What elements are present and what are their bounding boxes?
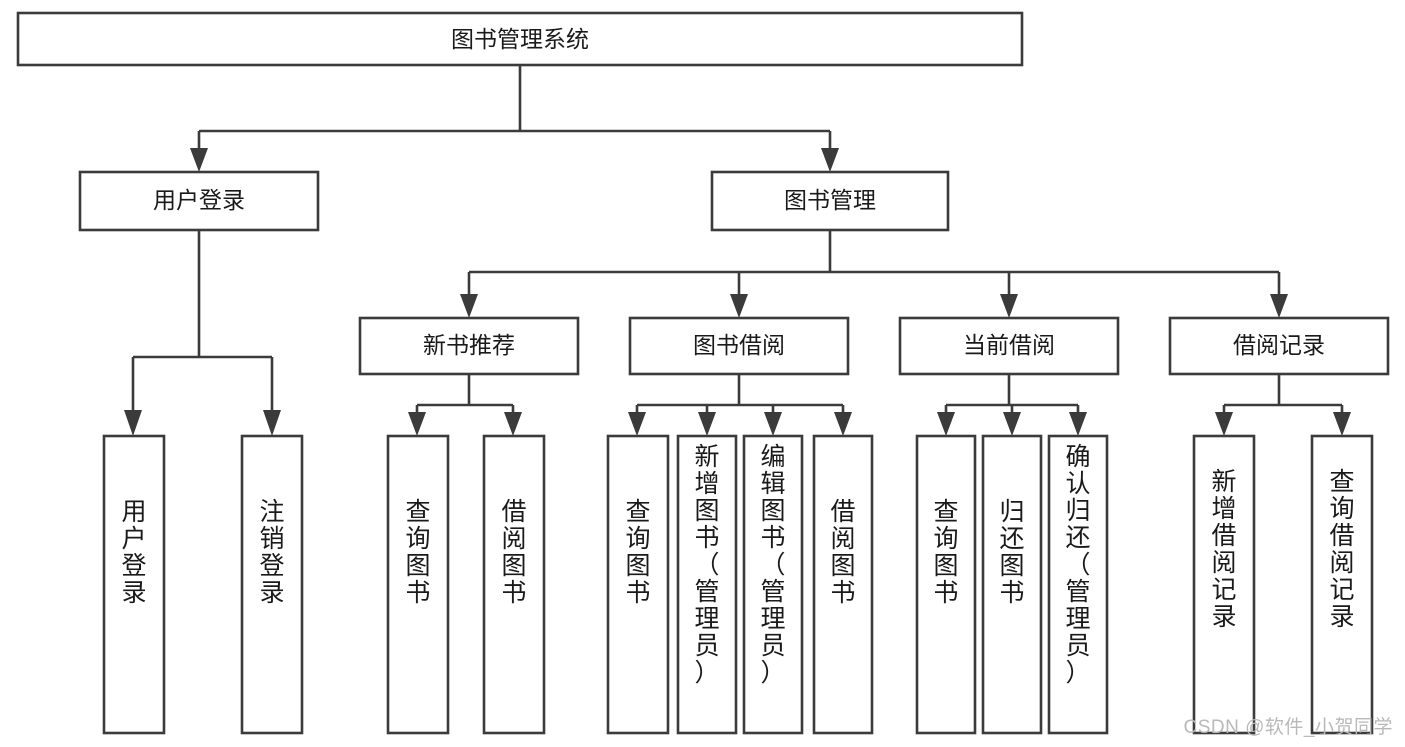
- node-leaf-query-record-label: 查询借阅记录: [1329, 468, 1354, 631]
- node-leaf-query-book-3-label: 查询图书: [933, 498, 958, 607]
- node-leaf-confirm-return[interactable]: 确认归还（管理员）: [1047, 434, 1109, 735]
- arrow-head-borrow-record: [1270, 294, 1288, 318]
- node-root-label: 图书管理系统: [451, 26, 589, 52]
- arrow-head-leaf-user-login: [124, 410, 142, 436]
- node-current-borrow-label: 当前借阅: [963, 332, 1055, 358]
- node-borrow-record-box[interactable]: [1168, 316, 1390, 376]
- node-leaf-user-logout-box[interactable]: [240, 434, 304, 735]
- node-leaf-query-book-1[interactable]: 查询图书: [386, 434, 450, 735]
- node-leaf-return-book-label: 归还图书: [999, 498, 1024, 607]
- node-leaf-add-book-box[interactable]: [676, 434, 738, 735]
- node-leaf-add-record-box[interactable]: [1192, 434, 1256, 735]
- node-book-borrow-label: 图书借阅: [693, 332, 785, 358]
- node-new-book-rec-label: 新书推荐: [423, 332, 515, 358]
- arrow-head-leaf-add-book: [698, 412, 716, 436]
- node-leaf-user-login-box[interactable]: [102, 434, 166, 735]
- node-leaf-user-logout-label: 注销登录: [259, 498, 284, 607]
- node-leaf-query-book-1-box[interactable]: [386, 434, 450, 735]
- node-leaf-query-book-3-box[interactable]: [915, 434, 977, 735]
- arrow-head-leaf-borrow-book-1: [504, 412, 522, 436]
- node-leaf-add-book-label: 新增图书（管理员）: [694, 443, 719, 687]
- node-book-manage[interactable]: 图书管理: [710, 170, 950, 232]
- arrow-head-leaf-confirm-return: [1069, 412, 1087, 436]
- node-new-book-rec[interactable]: 新书推荐: [358, 316, 580, 376]
- node-leaf-confirm-return-box[interactable]: [1047, 434, 1109, 735]
- node-user-login[interactable]: 用户登录: [78, 170, 320, 232]
- node-leaf-edit-book[interactable]: 编辑图书（管理员）: [742, 434, 804, 735]
- node-leaf-borrow-book-2-box[interactable]: [812, 434, 874, 735]
- node-root-box[interactable]: [16, 11, 1024, 67]
- arrow-head-book-borrow: [730, 294, 748, 318]
- node-leaf-borrow-book-2[interactable]: 借阅图书: [812, 434, 874, 735]
- node-leaf-query-record-box[interactable]: [1310, 434, 1374, 735]
- node-leaf-query-book-3[interactable]: 查询图书: [915, 434, 977, 735]
- node-leaf-borrow-book-1-box[interactable]: [482, 434, 546, 735]
- node-leaf-query-record[interactable]: 查询借阅记录: [1310, 434, 1374, 735]
- node-book-borrow[interactable]: 图书借阅: [628, 316, 850, 376]
- node-leaf-user-logout[interactable]: 注销登录: [240, 434, 304, 735]
- node-leaf-borrow-book-2-label: 借阅图书: [830, 498, 855, 607]
- node-book-manage-box[interactable]: [710, 170, 950, 232]
- arrow-head-book-manage: [821, 148, 839, 172]
- node-leaf-query-book-1-label: 查询图书: [405, 498, 430, 607]
- node-current-borrow[interactable]: 当前借阅: [898, 316, 1120, 376]
- arrow-head-user-login: [190, 148, 208, 172]
- node-leaf-borrow-book-1-label: 借阅图书: [501, 498, 526, 607]
- arrow-head-leaf-query-book-1: [408, 412, 426, 436]
- node-leaf-confirm-return-label: 确认归还（管理员）: [1065, 443, 1090, 687]
- node-leaf-query-book-2[interactable]: 查询图书: [606, 434, 670, 735]
- node-leaf-return-book-box[interactable]: [981, 434, 1043, 735]
- node-leaf-add-record-label: 新增借阅记录: [1211, 468, 1236, 631]
- arrow-head-current-borrow: [1000, 294, 1018, 318]
- node-leaf-user-login-label: 用户登录: [121, 498, 146, 607]
- node-new-book-rec-box[interactable]: [358, 316, 580, 376]
- node-leaf-add-record[interactable]: 新增借阅记录: [1192, 434, 1256, 735]
- node-leaf-user-login[interactable]: 用户登录: [102, 434, 166, 735]
- arrow-head-leaf-borrow-book-2: [834, 412, 852, 436]
- node-borrow-record-label: 借阅记录: [1233, 332, 1325, 358]
- node-leaf-add-book[interactable]: 新增图书（管理员）: [676, 434, 738, 735]
- node-leaf-query-book-2-label: 查询图书: [625, 498, 650, 607]
- node-book-borrow-box[interactable]: [628, 316, 850, 376]
- arrow-head-leaf-user-logout: [263, 410, 281, 436]
- arrow-head-leaf-query-record: [1333, 412, 1351, 436]
- node-user-login-box[interactable]: [78, 170, 320, 232]
- csdn-watermark: CSDN @软件_小贺同学: [1183, 717, 1393, 738]
- node-current-borrow-box[interactable]: [898, 316, 1120, 376]
- node-book-manage-label: 图书管理: [784, 187, 876, 213]
- arrow-head-leaf-query-book-2: [628, 412, 646, 436]
- node-leaf-return-book[interactable]: 归还图书: [981, 434, 1043, 735]
- node-root[interactable]: 图书管理系统: [16, 11, 1024, 67]
- node-leaf-borrow-book-1[interactable]: 借阅图书: [482, 434, 546, 735]
- arrow-head-leaf-add-record: [1215, 412, 1233, 436]
- node-borrow-record[interactable]: 借阅记录: [1168, 316, 1390, 376]
- node-user-login-label: 用户登录: [153, 187, 245, 213]
- node-leaf-edit-book-box[interactable]: [742, 434, 804, 735]
- node-leaf-query-book-2-box[interactable]: [606, 434, 670, 735]
- arrow-head-leaf-query-book-3: [937, 412, 955, 436]
- node-leaf-edit-book-label: 编辑图书（管理员）: [760, 443, 785, 687]
- arrow-head-new-book-rec: [460, 294, 478, 318]
- arrow-head-leaf-edit-book: [764, 412, 782, 436]
- connector-layer: [124, 65, 1351, 436]
- arrow-head-leaf-return-book: [1003, 412, 1021, 436]
